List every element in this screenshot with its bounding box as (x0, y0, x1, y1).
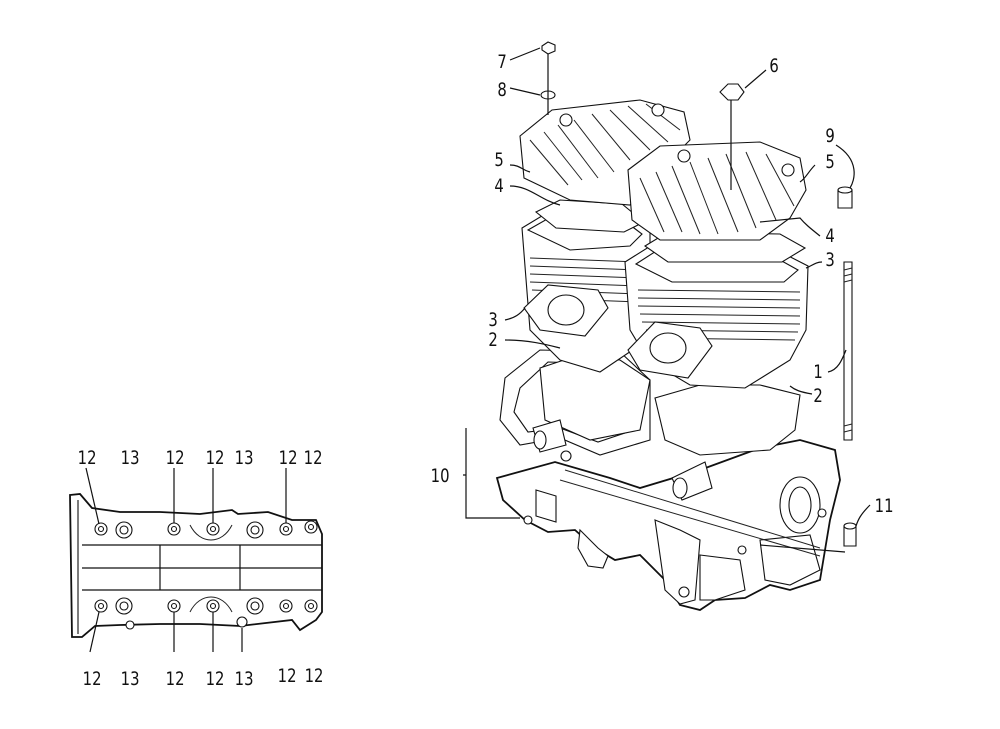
spark-plug (719, 83, 745, 190)
label-13-bottom-2: 13 (235, 668, 254, 690)
label-12-top-3: 12 (206, 447, 225, 469)
callout-5-left: 5 (494, 149, 503, 171)
callout-3-left: 3 (488, 309, 497, 331)
callout-5-right: 5 (825, 151, 834, 173)
label-12-top-1: 12 (78, 447, 97, 469)
stud-1 (843, 261, 853, 441)
dowel-pin-9 (837, 186, 853, 209)
bolt-holes (94, 520, 318, 630)
leader-lines (463, 47, 871, 553)
label-12-top-4: 12 (279, 447, 298, 469)
cylinder-head-right (627, 141, 807, 241)
callout-3-right: 3 (825, 249, 834, 271)
label-12-top-2: 12 (166, 447, 185, 469)
callout-4-right: 4 (825, 225, 834, 247)
callout-4-left: 4 (494, 175, 503, 197)
callout-10: 10 (431, 465, 450, 487)
callout-8: 8 (497, 79, 506, 101)
bolt-pattern-view: 12 13 12 12 13 12 12 12 13 12 12 13 12 1… (69, 447, 324, 691)
callout-6: 6 (769, 55, 778, 77)
callout-11: 11 (875, 495, 894, 517)
label-13-top-2: 13 (235, 447, 254, 469)
label-12-bottom-2: 12 (166, 668, 185, 690)
label-12-bottom-5: 12 (305, 665, 324, 687)
label-12-bottom-1: 12 (83, 668, 102, 690)
engine-assembly: 7 8 6 5 4 9 5 4 3 3 2 1 2 10 11 (431, 41, 894, 611)
callout-9: 9 (825, 125, 834, 147)
label-13-top-1: 13 (121, 447, 140, 469)
nut-7 (541, 41, 556, 55)
label-12-bottom-3: 12 (206, 668, 225, 690)
cylinder-right (624, 239, 809, 456)
crankcase (495, 439, 841, 611)
dowel-pin-11 (843, 522, 857, 547)
label-12-bottom-4: 12 (278, 665, 297, 687)
callout-7: 7 (497, 51, 506, 73)
callout-2-left: 2 (488, 329, 497, 351)
callout-1: 1 (813, 361, 822, 383)
label-13-bottom-1: 13 (121, 668, 140, 690)
label-12-top-5: 12 (304, 447, 323, 469)
callout-2-right: 2 (813, 385, 822, 407)
